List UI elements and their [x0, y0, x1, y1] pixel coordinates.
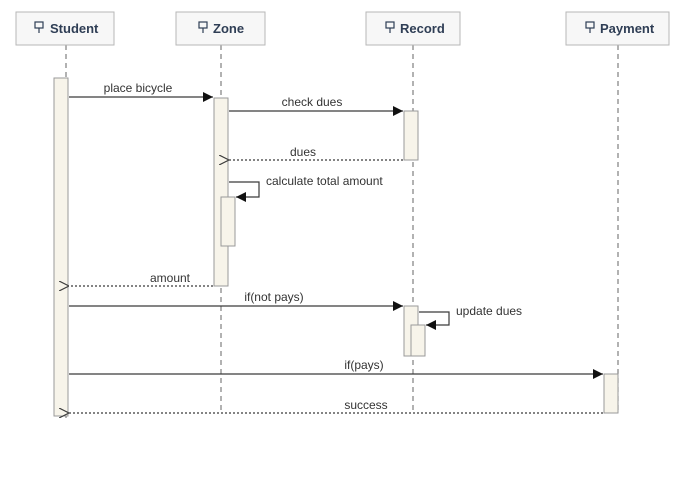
message-update-dues[interactable]: update dues [419, 304, 522, 330]
lifeline-box [175, 11, 266, 46]
activation-bar-payment[interactable] [603, 373, 619, 414]
message-label: calculate total amount [266, 174, 383, 188]
message-dues[interactable]: dues [229, 145, 403, 160]
lifeline-header-record[interactable]: Record [365, 11, 461, 46]
lifeline-icon [585, 21, 595, 33]
message-if-pays[interactable]: if(pays) [69, 358, 603, 379]
lifeline-box [15, 11, 115, 46]
lifeline-icon [198, 21, 208, 33]
message-label: dues [290, 145, 316, 159]
message-label: if(pays) [344, 358, 383, 372]
message-amount[interactable]: amount [69, 271, 213, 286]
message-label: if(not pays) [244, 290, 303, 304]
activation-bar-zone[interactable] [213, 97, 229, 287]
lifeline-header-student[interactable]: Student [15, 11, 115, 46]
activation-bar-record-check[interactable] [403, 110, 419, 161]
lifeline-title: Zone [213, 21, 244, 36]
lifeline-title: Student [50, 21, 99, 36]
message-label: place bicycle [104, 81, 173, 95]
lifeline-title: Payment [600, 21, 655, 36]
message-success[interactable]: success [69, 398, 603, 413]
message-calculate-total-amount[interactable]: calculate total amount [229, 174, 383, 202]
message-label: amount [150, 271, 191, 285]
message-arrow [229, 181, 260, 202]
message-arrow [419, 311, 450, 330]
message-label: update dues [456, 304, 522, 318]
message-check-dues[interactable]: check dues [229, 95, 403, 116]
lifeline-icon [385, 21, 395, 33]
message-if-not-pays[interactable]: if(not pays) [69, 290, 403, 311]
lifeline-icon [34, 21, 44, 33]
message-place-bicycle[interactable]: place bicycle [69, 81, 213, 102]
lifeline-box [565, 11, 670, 46]
message-label: check dues [282, 95, 343, 109]
activation-bar-zone-nested[interactable] [220, 196, 236, 247]
lifeline-header-payment[interactable]: Payment [565, 11, 670, 46]
lifeline-box [365, 11, 461, 46]
lifeline-title: Record [400, 21, 445, 36]
message-label: success [344, 398, 387, 412]
lifeline-header-zone[interactable]: Zone [175, 11, 266, 46]
activation-bar-record-nested[interactable] [410, 324, 426, 357]
activation-bar-student[interactable] [53, 77, 69, 417]
activation-bars [53, 77, 619, 417]
